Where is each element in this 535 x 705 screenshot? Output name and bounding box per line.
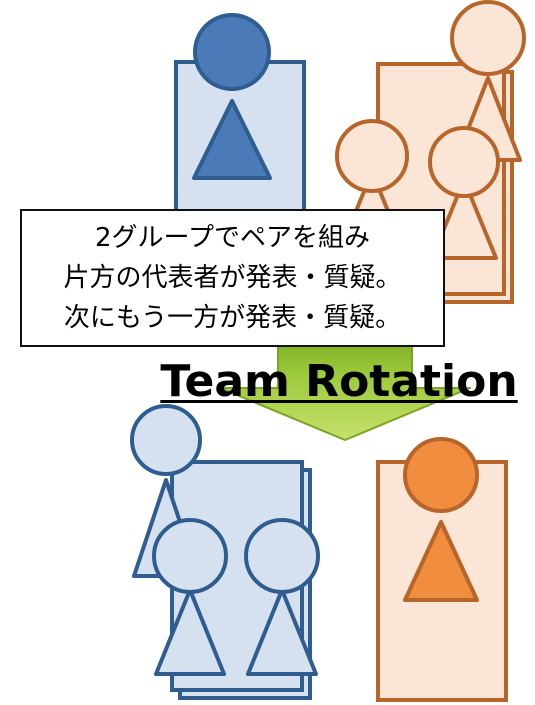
- callout-line-2: 片方の代表者が発表・質疑。: [63, 263, 402, 293]
- listener-person-icon: [450, 0, 526, 162]
- listener-person-icon: [428, 126, 500, 260]
- callout-line-1: 2グループでペアを組み: [95, 223, 370, 253]
- listener-person-icon: [152, 518, 228, 676]
- presenter-person-icon: [403, 437, 479, 602]
- presenter-person-icon: [192, 13, 272, 180]
- callout-line-3: 次にもう一方が発表・質疑。: [63, 303, 402, 333]
- bottom-orange-group: [376, 437, 508, 702]
- diagram-title: Team Rotation: [160, 356, 518, 407]
- instruction-callout: 2グループでペアを組み 片方の代表者が発表・質疑。 次にもう一方が発表・質疑。: [20, 209, 445, 347]
- listener-person-icon: [244, 518, 320, 676]
- bottom-blue-group: [130, 404, 320, 700]
